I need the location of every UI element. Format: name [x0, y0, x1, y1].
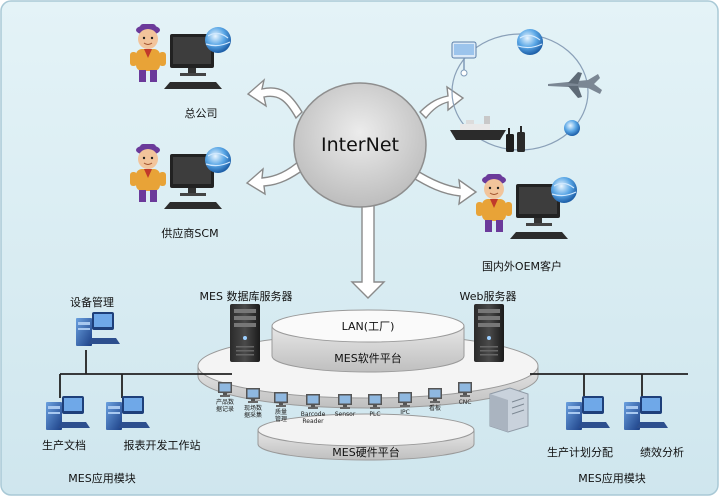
supplier-node: 供应商SCM	[129, 143, 232, 240]
storage-server-icon	[489, 387, 529, 433]
internet-cloud: InterNet	[293, 82, 427, 208]
hq-label: 总公司	[185, 106, 218, 120]
performance-label: 绩效分析	[640, 445, 684, 459]
device-label: Sensor	[335, 411, 356, 418]
globe-icon	[564, 120, 580, 136]
device-label: IPC	[400, 409, 410, 416]
device-terminal: IPC	[398, 392, 412, 416]
device-label: Reader	[302, 418, 324, 425]
connection-arrows	[245, 78, 478, 299]
hq-node: 总公司	[129, 23, 232, 120]
oem-customer-label: 国内外OEM客户	[482, 259, 562, 273]
computer-icon	[451, 41, 477, 77]
radio-icon	[506, 126, 525, 152]
mes-module-left-label: MES应用模块	[68, 471, 135, 485]
software-platform-label: MES软件平台	[334, 351, 401, 365]
web-server: Web服务器	[460, 290, 517, 362]
globe-icon	[517, 29, 543, 55]
db-server: MES 数据库服务器	[200, 289, 293, 362]
device-label: 质量	[275, 408, 287, 416]
right-module: 生产计划分配 绩效分析 MES应用模块	[530, 373, 688, 485]
plan-allocation-label: 生产计划分配	[547, 445, 613, 459]
network-link	[59, 350, 232, 398]
server-tower-icon	[474, 304, 504, 362]
device-label: 据记录	[216, 405, 234, 413]
left-module: 设备管理 生产文档 报表开发工作站 MES应用模块	[42, 295, 232, 485]
report-workstation-label: 报表开发工作站	[124, 438, 201, 452]
server-tower-icon	[230, 304, 260, 362]
airplane-icon	[548, 72, 602, 98]
device-terminal: 看板	[428, 388, 442, 412]
equipment-mgmt-label: 设备管理	[70, 295, 114, 309]
web-server-label: Web服务器	[460, 290, 517, 303]
lan-label: LAN(工厂)	[342, 320, 395, 333]
mes-module-right-label: MES应用模块	[578, 471, 645, 485]
internet-label: InterNet	[321, 134, 399, 156]
factory-platform: MES硬件平台 LAN(工厂) MES软件平台	[197, 309, 539, 461]
external-network	[450, 29, 602, 152]
oem-customer-node: 国内外OEM客户	[475, 173, 578, 273]
device-label: 现场数	[244, 404, 262, 412]
device-label: 产品数	[216, 398, 234, 406]
db-server-label: MES 数据库服务器	[200, 289, 293, 303]
supplier-label: 供应商SCM	[161, 226, 218, 240]
network-link	[530, 373, 688, 398]
device-terminal: CNC	[458, 382, 472, 406]
device-label: PLC	[369, 411, 380, 418]
device-terminal: Sensor	[335, 394, 356, 418]
ship-icon	[450, 116, 506, 140]
device-label: Barcode	[301, 411, 326, 418]
device-label: 据采集	[244, 411, 262, 419]
device-label: 管理	[275, 415, 287, 423]
device-label: CNC	[459, 399, 472, 406]
device-label: 看板	[429, 404, 441, 412]
hardware-platform-label: MES硬件平台	[332, 445, 399, 459]
production-docs-label: 生产文档	[42, 438, 86, 452]
device-terminal: PLC	[368, 394, 382, 418]
